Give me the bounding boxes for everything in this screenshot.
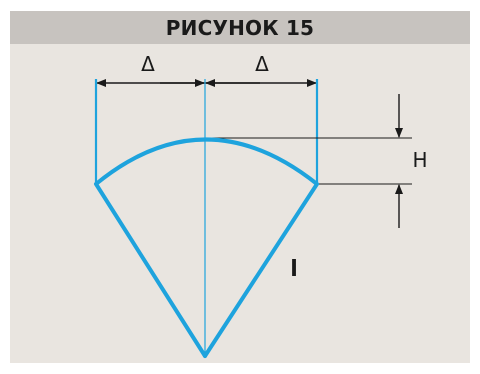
delta-right-label: Δ [255, 52, 269, 76]
figure-title: РИСУНОК 15 [165, 15, 315, 40]
height-label: H [412, 148, 427, 172]
delta-left-label: Δ [141, 52, 155, 76]
figure-header: РИСУНОК 15 [10, 11, 470, 44]
sector-radius-left [94, 182, 207, 358]
sector-radius-right [203, 182, 319, 358]
length-label: l [290, 257, 298, 282]
sector-arc [94, 137, 319, 186]
